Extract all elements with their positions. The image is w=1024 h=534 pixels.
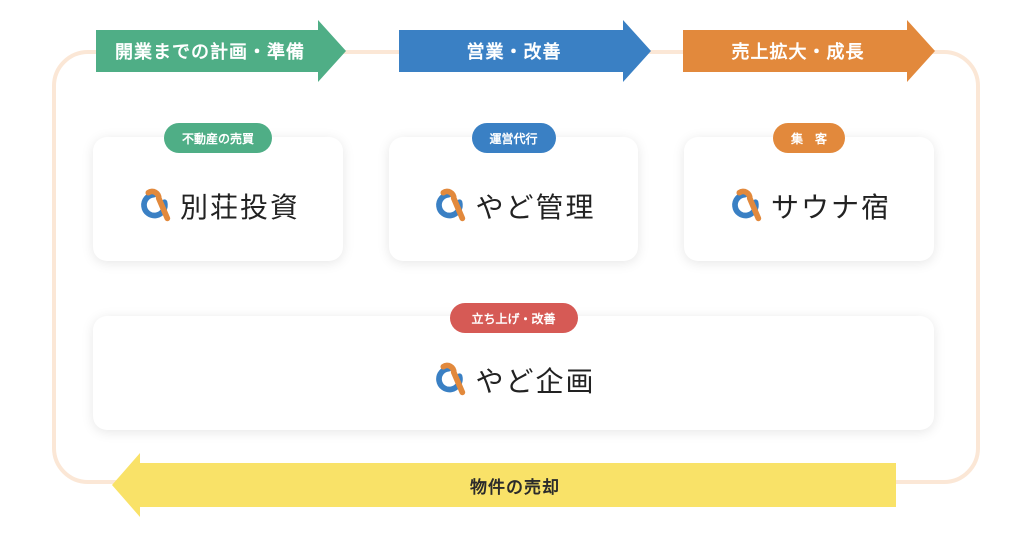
arrow-planning: 開業までの計画・準備 [96, 20, 346, 82]
service-tag: 立ち上げ・改善 [449, 303, 578, 333]
ampersand-logo-icon [732, 188, 762, 222]
arrow-sale: 物件の売却 [112, 453, 896, 517]
arrow-planning-label: 開業までの計画・準備 [115, 42, 305, 63]
service-tag: 不動産の売買 [163, 123, 273, 153]
service-card-inn-management[interactable]: 運営代行 やど管理 [389, 123, 638, 261]
service-brand: やど管理 [389, 137, 638, 261]
arrow-operation-label: 営業・改善 [466, 42, 562, 63]
arrow-growth-label: 売上拡大・成長 [731, 42, 865, 63]
service-brand: 別荘投資 [93, 137, 343, 261]
arrow-sale-label: 物件の売却 [470, 477, 560, 498]
arrow-operation: 営業・改善 [399, 20, 651, 82]
service-card-inn-planning[interactable]: 立ち上げ・改善 やど企画 [93, 303, 934, 430]
service-card-sauna-inn[interactable]: 集 客 サウナ宿 [684, 123, 934, 261]
service-name: 別荘投資 [179, 191, 300, 224]
ampersand-logo-icon [436, 188, 466, 222]
service-tag: 集 客 [772, 123, 846, 153]
service-brand: やど企画 [93, 316, 934, 430]
service-card-villa-investment[interactable]: 不動産の売買 別荘投資 [93, 123, 343, 261]
service-name: やど企画 [475, 365, 596, 398]
service-tag: 運営代行 [471, 123, 556, 153]
ampersand-logo-icon [141, 188, 171, 222]
service-name: やど管理 [475, 191, 596, 224]
ampersand-logo-icon [436, 362, 466, 396]
service-brand: サウナ宿 [684, 137, 934, 261]
arrow-growth: 売上拡大・成長 [683, 20, 935, 82]
service-name: サウナ宿 [770, 191, 891, 224]
